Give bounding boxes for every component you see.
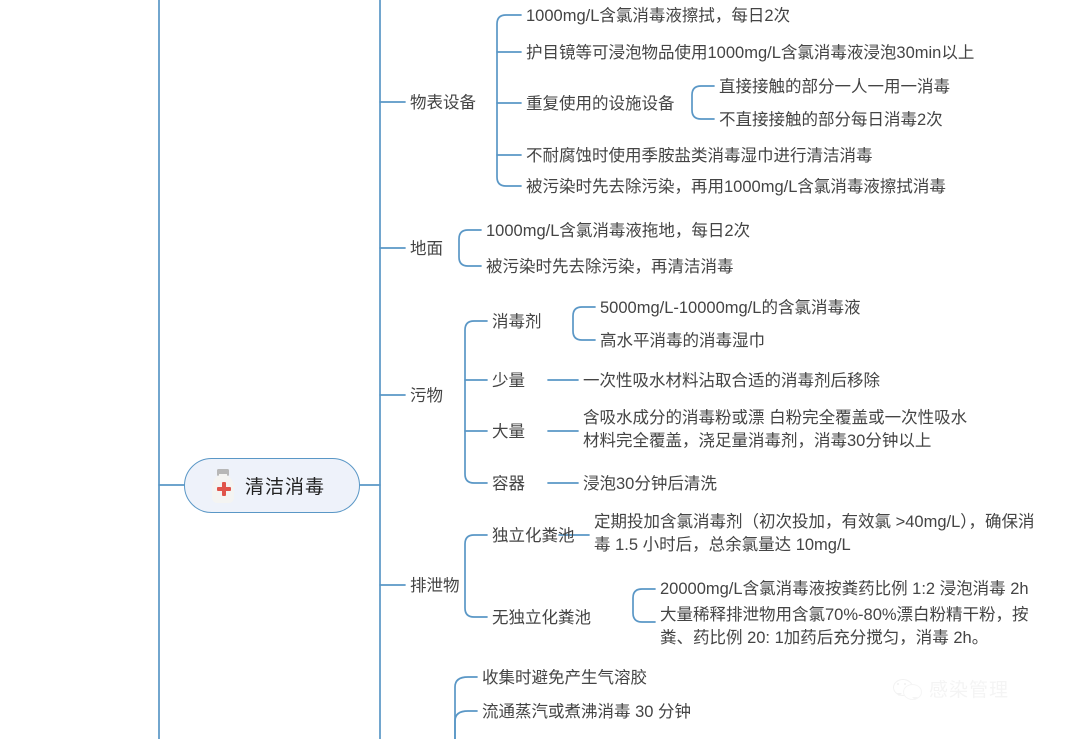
leaf-wubiao-2[interactable]: 护目镜等可浸泡物品使用1000mg/L含氯消毒液浸泡30min以上 [526, 44, 975, 62]
leaf-wuwu-small[interactable]: 少量 [492, 372, 525, 390]
leaf-paixie-nosseptic-2[interactable]: 大量稀释排泄物用含氯70%-80%漂白粉精干粉，按粪、药比例 20: 1加药后充… [660, 606, 1029, 648]
leaf-paixie-nosseptic-1[interactable]: 20000mg/L含氯消毒液按粪药比例 1:2 浸泡消毒 2h [660, 580, 1029, 598]
leaf-bottom-2[interactable]: 流通蒸汽或煮沸消毒 30 分钟 [482, 703, 692, 721]
leaf-bottom-1[interactable]: 收集时避免产生气溶胶 [482, 669, 647, 687]
branch-label-paixiewu[interactable]: 排泄物 [410, 577, 460, 595]
leaf-wuwu-disinfectant-1[interactable]: 5000mg/L-10000mg/L的含氯消毒液 [600, 299, 861, 317]
medicine-bottle-icon [211, 468, 235, 503]
watermark: 感染管理 [893, 675, 1009, 702]
central-node-label: 清洁消毒 [245, 477, 326, 498]
branch-label-wubiaoshebei[interactable]: 物表设备 [410, 94, 476, 112]
leaf-wubiao-1[interactable]: 1000mg/L含氯消毒液擦拭，每日2次 [526, 7, 791, 25]
leaf-wuwu-disinfectant-2[interactable]: 高水平消毒的消毒湿巾 [600, 332, 765, 350]
leaf-paixie-nosseptic[interactable]: 无独立化粪池 [492, 609, 591, 627]
leaf-wuwu-small-detail[interactable]: 一次性吸水材料沾取合适的消毒剂后移除 [583, 372, 880, 390]
leaf-wuwu-container-detail[interactable]: 浸泡30分钟后清洗 [583, 475, 717, 493]
leaf-wubiao-reusable-direct[interactable]: 直接接触的部分一人一用一消毒 [719, 78, 950, 96]
leaf-dimian-2[interactable]: 被污染时先去除污染，再清洁消毒 [486, 258, 734, 276]
branch-label-dimian[interactable]: 地面 [410, 240, 443, 258]
leaf-wuwu-large[interactable]: 大量 [492, 423, 525, 441]
leaf-wubiao-4[interactable]: 被污染时先去除污染，再用1000mg/L含氯消毒液擦拭消毒 [526, 178, 946, 196]
leaf-wuwu-disinfectant[interactable]: 消毒剂 [492, 313, 542, 331]
branch-label-wuwu[interactable]: 污物 [410, 387, 443, 405]
watermark-text: 感染管理 [929, 680, 1010, 701]
leaf-dimian-1[interactable]: 1000mg/L含氯消毒液拖地，每日2次 [486, 222, 751, 240]
leaf-wubiao-reusable[interactable]: 重复使用的设施设备 [526, 95, 675, 113]
wechat-icon [893, 677, 923, 701]
leaf-wubiao-reusable-indirect[interactable]: 不直接接触的部分每日消毒2次 [719, 111, 943, 129]
leaf-paixie-septic-detail[interactable]: 定期投加含氯消毒剂（初次投加，有效氯 >40mg/L），确保消毒 1.5 小时后… [594, 513, 1035, 555]
leaf-wubiao-3[interactable]: 不耐腐蚀时使用季胺盐类消毒湿巾进行清洁消毒 [526, 147, 873, 165]
leaf-paixie-septic[interactable]: 独立化粪池 [492, 527, 575, 545]
leaf-wuwu-container[interactable]: 容器 [492, 475, 525, 493]
central-node[interactable]: 清洁消毒 [184, 458, 360, 513]
leaf-wuwu-large-detail[interactable]: 含吸水成分的消毒粉或漂 白粉完全覆盖或一次性吸水材料完全覆盖，浇足量消毒剂，消毒… [583, 409, 968, 451]
